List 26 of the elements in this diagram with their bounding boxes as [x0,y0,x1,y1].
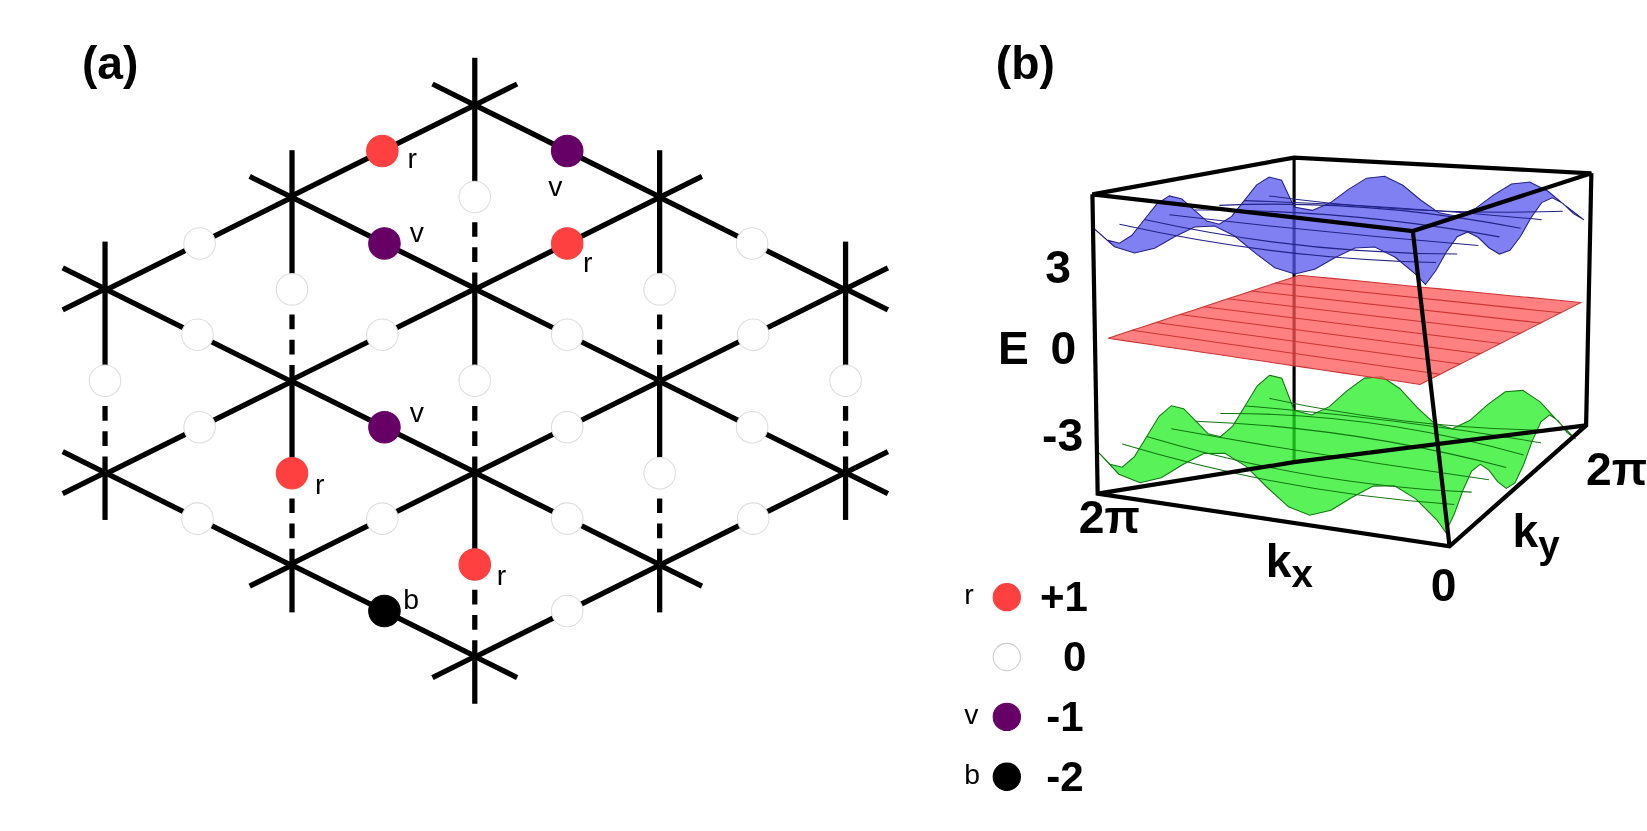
site-label: r [407,144,417,174]
legend-label: +1 [1039,575,1088,618]
panel-label: (b) [995,39,1055,87]
legend-letter: b [964,760,981,789]
legend-label: -1 [1046,695,1084,738]
legend-label: 0 [1063,635,1087,678]
axis-label: E [997,325,1029,372]
tick-label: 0 [1050,325,1077,372]
site-label: v [409,399,424,428]
tick-label: 3 [1045,243,1071,290]
site-label: r [315,470,325,499]
legend-letter: r [964,580,974,610]
tick-label: 2π [1586,446,1647,493]
site-label: r [582,248,593,278]
site-label: b [403,586,420,615]
axis-label: k$_{y}$ [1512,508,1560,565]
tick-label: 0 [1430,561,1457,609]
site-label: v [409,218,424,247]
tick-label: -3 [1042,411,1084,458]
site-label: v [548,173,563,202]
panel-label: (a) [81,39,139,87]
legend-label: -2 [1046,755,1084,798]
tick-label: 2π [1078,493,1140,540]
axis-label: k$_{x}$ [1265,537,1313,594]
site-label: r [496,561,507,591]
legend-letter: v [964,700,979,729]
